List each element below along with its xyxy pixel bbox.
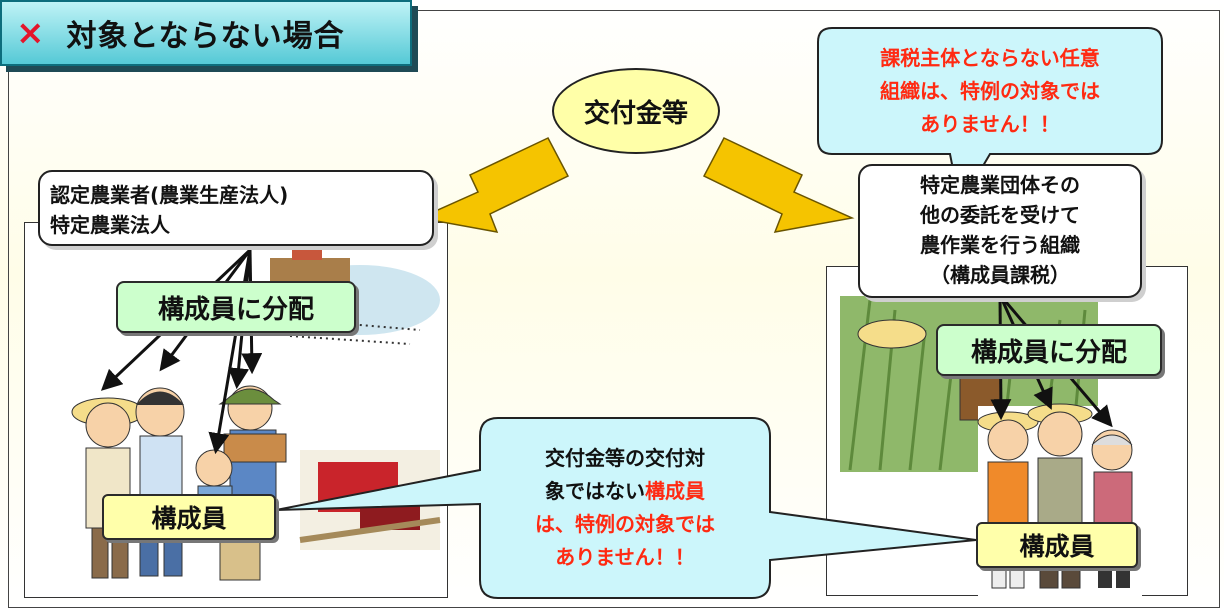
left-distribute-label: 構成員に分配	[116, 281, 356, 333]
right-entity-line3: 農作業を行う組織	[920, 233, 1080, 257]
left-entity-line2: 特定農業法人	[50, 213, 170, 237]
top-bubble-text: 課税主体とならない任意 組織は、特例の対象では ありません！！	[830, 42, 1150, 141]
left-member-label: 構成員	[102, 494, 276, 540]
right-entity-line1: 特定農業団体その	[920, 173, 1080, 197]
right-entity-line2: 他の委託を受けて	[920, 203, 1080, 227]
title-text: 対象とならない場合	[66, 19, 345, 54]
left-entity-box: 認定農業者(農業生産法人) 特定農業法人	[38, 170, 434, 246]
section-title: × 対象とならない場合	[0, 0, 412, 66]
slide-frame	[8, 10, 1220, 608]
top-bubble-line3: ありません！！	[920, 112, 1060, 136]
yellow-arrow-right	[702, 137, 855, 233]
yellow-arrow-left	[417, 137, 570, 233]
top-bubble-line1: 課税主体とならない任意	[880, 46, 1100, 70]
top-bubble-line2: 組織は、特例の対象では	[880, 79, 1100, 103]
bottom-bubble-line2-black: 象ではない	[545, 479, 645, 503]
grant-oval: 交付金等	[552, 68, 720, 154]
right-distribute-label: 構成員に分配	[936, 324, 1162, 376]
bottom-bubble-line3: は、特例の対象では	[535, 512, 715, 536]
farmers-illustration-left	[71, 385, 287, 581]
cross-icon: ×	[16, 13, 45, 53]
bottom-bubble-text: 交付金等の交付対 象ではない構成員 は、特例の対象では ありません！！	[484, 442, 766, 574]
left-entity-line1: 認定農業者(農業生産法人)	[50, 183, 289, 207]
right-member-label: 構成員	[976, 522, 1138, 568]
bottom-bubble-shape	[275, 417, 977, 599]
bottom-bubble-line2-red: 構成員	[645, 479, 705, 503]
right-entity-box: 特定農業団体その 他の委託を受けて 農作業を行う組織 （構成員課税）	[858, 164, 1142, 298]
bottom-bubble-line2: 象ではない構成員	[484, 475, 766, 508]
right-entity-line4: （構成員課税）	[930, 263, 1070, 287]
bottom-bubble-line1: 交付金等の交付対	[545, 446, 705, 470]
bottom-bubble-line4: ありません！！	[555, 545, 695, 569]
